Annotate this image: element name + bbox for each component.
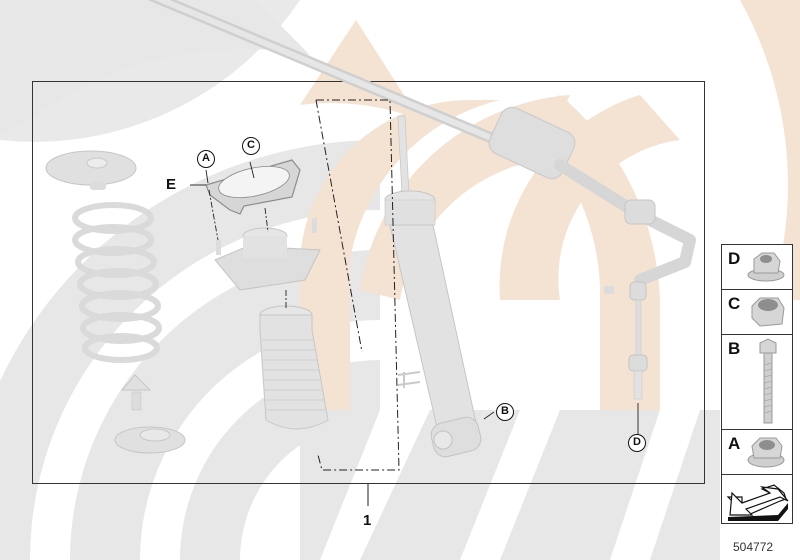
coil-spring [72, 202, 162, 363]
callout-d: D [628, 434, 646, 452]
bump-stop [120, 374, 152, 411]
legend-item-a: A [722, 430, 792, 475]
stabilizer-link [604, 281, 648, 400]
legend-letter: C [728, 294, 741, 313]
legend-letter: A [728, 434, 741, 453]
callout-b: B [496, 403, 514, 421]
legend-direction [722, 475, 792, 523]
hardware-legend: D C B A [721, 244, 793, 524]
legend-item-b: B [722, 335, 792, 430]
strut-mount [214, 218, 321, 291]
legend-letter: D [728, 249, 741, 268]
label-e: E [166, 176, 177, 193]
stabilizer-bar [147, 0, 696, 286]
legend-item-d: D [722, 245, 792, 290]
flange-nut-icon [747, 252, 785, 282]
image-id: 504772 [733, 540, 774, 554]
assembly-bracket [316, 99, 400, 471]
hex-bolt-icon [759, 338, 777, 424]
vehicle-direction-arrow-icon [726, 484, 789, 521]
label-kit-number: 1 [363, 512, 372, 529]
legend-letter: B [728, 339, 741, 358]
callout-c: C [242, 137, 260, 155]
hex-flange-nut-icon [747, 437, 785, 468]
gasket [205, 159, 301, 215]
upper-spring-seat [45, 150, 137, 190]
legend-item-c: C [722, 290, 792, 335]
shock-absorber [384, 115, 482, 458]
hex-nut-icon [751, 297, 785, 327]
lower-spring-seat [114, 426, 186, 454]
callout-a: A [197, 150, 215, 168]
dust-boot [259, 305, 329, 430]
